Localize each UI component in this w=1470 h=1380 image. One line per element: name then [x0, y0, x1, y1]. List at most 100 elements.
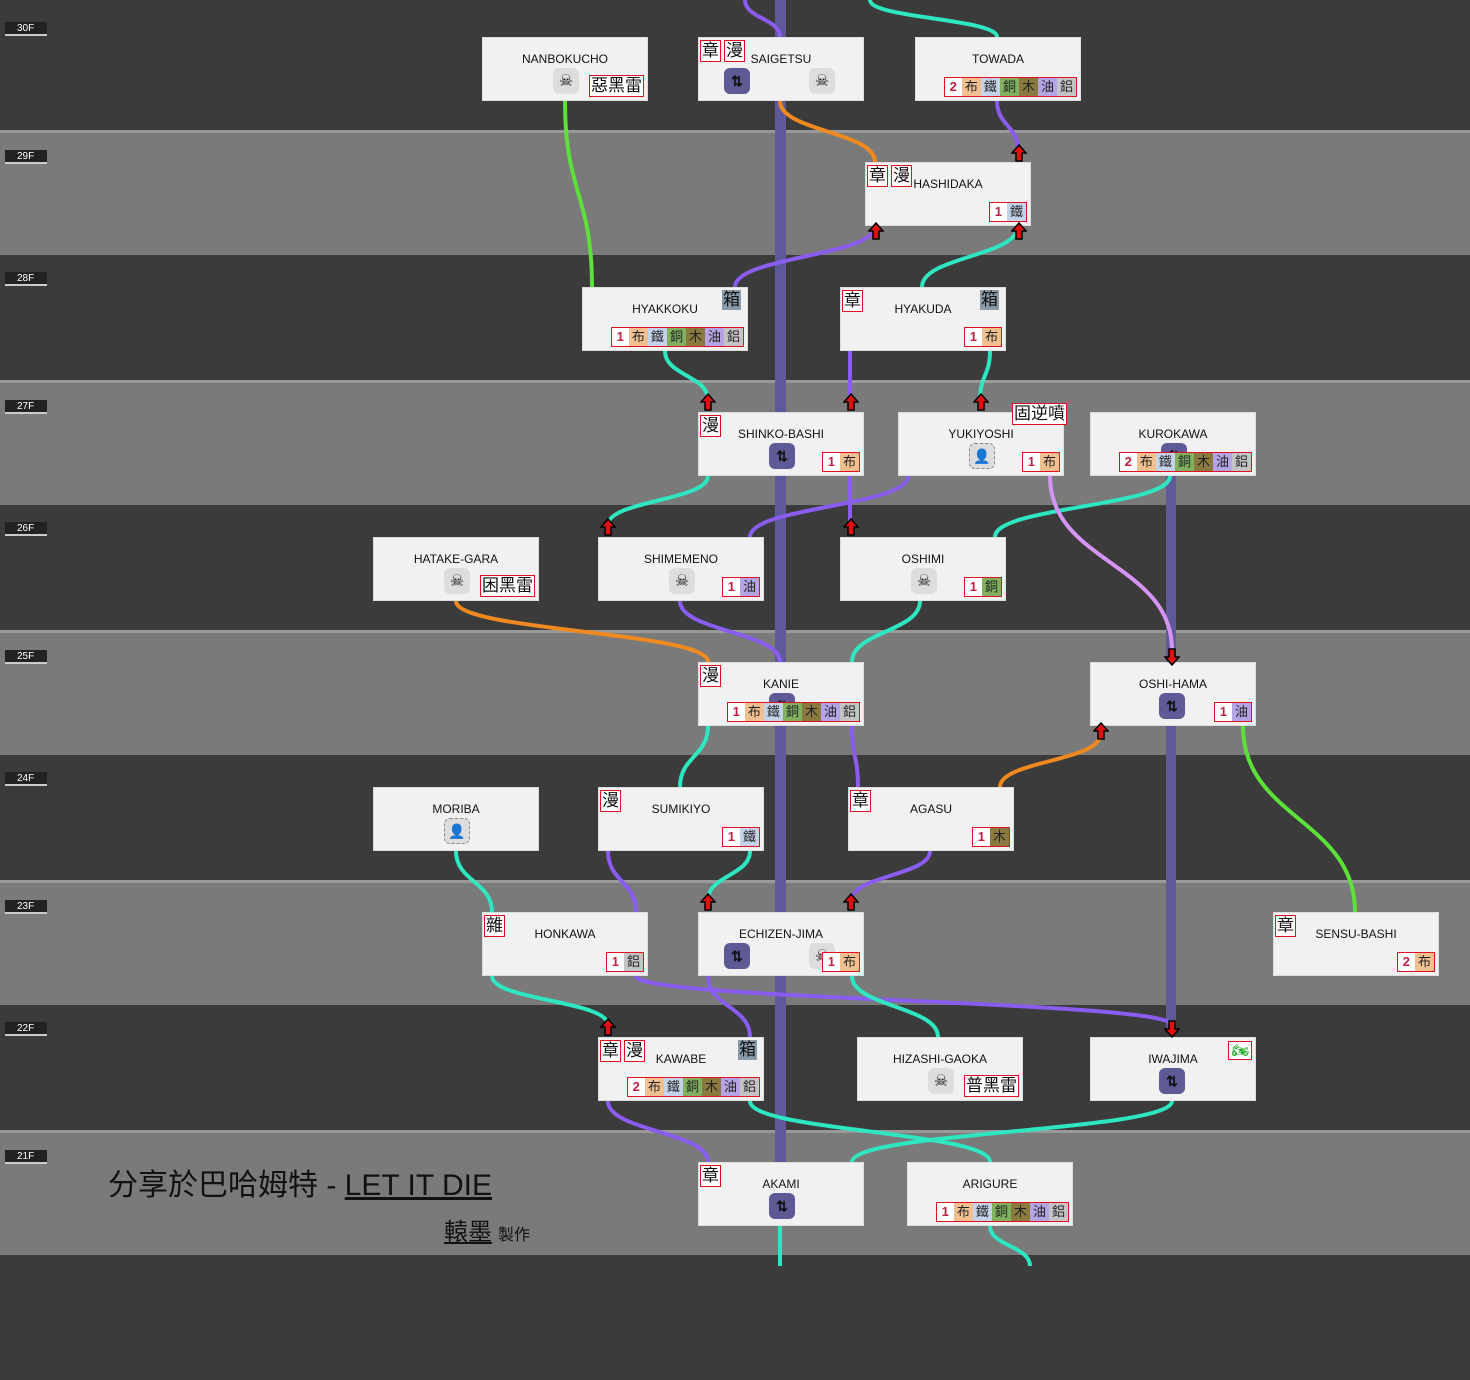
resource-count: 1: [977, 829, 985, 844]
node-name: SENSU-BASHI: [1315, 927, 1397, 941]
node-name: NANBOKUCHO: [521, 52, 608, 66]
floor-node-moriba[interactable]: MORIBA👤: [373, 787, 539, 851]
floor-node-hatake-gara[interactable]: HATAKE-GARA☠困黑雷: [373, 537, 539, 601]
red-up-arrow-icon: [972, 392, 990, 411]
material-0: 銅: [981, 578, 1001, 596]
material-2: 銅: [666, 328, 686, 346]
material-3: 木: [1193, 453, 1213, 471]
red-up-arrow-icon: [842, 517, 860, 536]
credit-author: 轅墨製作: [444, 1212, 530, 1247]
tag-badge: 章: [850, 790, 871, 812]
floor-label: 23F: [5, 900, 47, 914]
connection-path: [850, 1100, 1174, 1163]
resource-count: 1: [969, 329, 977, 344]
resource-count: 1: [994, 204, 1002, 219]
tag-badge: 漫: [700, 665, 721, 687]
material-2: 銅: [1174, 453, 1194, 471]
connection-path: [606, 475, 710, 526]
tag-badge: 章: [1275, 915, 1296, 937]
floor-node-hizashi-gaoka[interactable]: HIZASHI-GAOKA☠普黑雷: [857, 1037, 1023, 1101]
floor-label: 21F: [5, 1150, 47, 1164]
material-5: 鋁: [723, 328, 743, 346]
boss-icon: ☠: [669, 568, 695, 594]
connection-path: [995, 100, 1020, 151]
elevator-icon[interactable]: ⇅: [769, 1193, 795, 1219]
tag-group: 漫: [700, 665, 721, 687]
resource-count: 2: [949, 79, 957, 94]
node-name: OSHIMI: [901, 552, 945, 566]
red-up-arrow-icon: [1010, 221, 1028, 240]
material-0: 布: [961, 78, 981, 96]
box-icon: 箱: [980, 290, 999, 310]
boss-icon: ☠: [444, 568, 470, 594]
material-0: 布: [1414, 953, 1434, 971]
credit-prefix: 分享於巴哈姆特 -: [108, 1169, 345, 1202]
motorcycle-icon: 🏍: [1228, 1041, 1252, 1060]
red-down-arrow-icon: [1163, 1020, 1181, 1039]
tag-badge: 漫: [724, 40, 745, 62]
person-icon: 👤: [444, 818, 470, 844]
elevator-icon[interactable]: ⇅: [724, 943, 750, 969]
material-3: 木: [685, 328, 705, 346]
floor-label: 24F: [5, 772, 47, 786]
connection-path: [868, 0, 999, 38]
material-4: 油: [720, 1078, 740, 1096]
game-link[interactable]: LET IT DIE: [344, 1169, 492, 1202]
boss-icon: ☠: [911, 568, 937, 594]
resource-count: 1: [732, 704, 740, 719]
elevator-icon[interactable]: ⇅: [769, 443, 795, 469]
floor-node-iwajima[interactable]: IWAJIMA⇅🏍: [1090, 1037, 1256, 1101]
node-name: SUMIKIYO: [651, 802, 711, 816]
connection-path: [998, 734, 1102, 788]
material-4: 油: [1212, 453, 1232, 471]
connection-path: [850, 975, 940, 1038]
node-name: SHINKO-BASHI: [737, 427, 824, 441]
connection-path: [850, 600, 922, 663]
material-0: 布: [744, 703, 764, 721]
node-name: ARIGURE: [962, 1177, 1018, 1191]
resource-count: 1: [1219, 704, 1227, 719]
connection-path: [606, 850, 638, 913]
tag-badge: 章: [842, 290, 863, 312]
tag-group: 漫: [600, 790, 621, 812]
red-down-arrow-icon: [1163, 648, 1181, 667]
material-0: 鐵: [1006, 203, 1026, 221]
elevator-icon[interactable]: ⇅: [724, 68, 750, 94]
material-0: 鐵: [739, 828, 759, 846]
author-link[interactable]: 轅墨: [444, 1219, 492, 1246]
floor-node-echizen-jima[interactable]: ECHIZEN-JIMA⇅☠1布: [698, 912, 864, 976]
elevator-icon[interactable]: ⇅: [1159, 1068, 1185, 1094]
elevator-icon[interactable]: ⇅: [1159, 693, 1185, 719]
floor-node-nanbokucho[interactable]: NANBOKUCHO☠惡黑雷: [482, 37, 648, 101]
material-0: 布: [1136, 453, 1156, 471]
connection-path: [454, 600, 710, 663]
resource-count: 2: [1124, 454, 1132, 469]
node-name: KANIE: [762, 677, 799, 691]
material-0: 布: [981, 328, 1001, 346]
node-name: SHIMEMENO: [643, 552, 718, 566]
